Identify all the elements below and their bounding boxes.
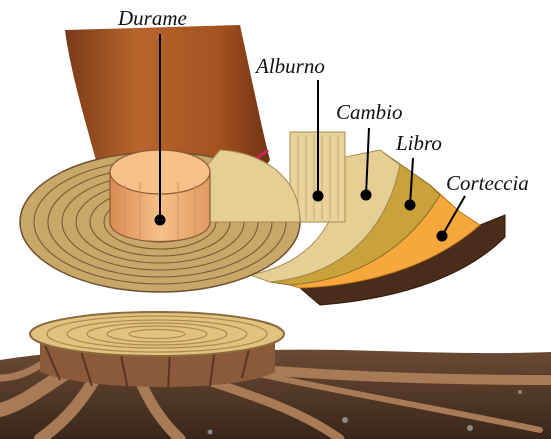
cambium-label: Cambio — [336, 102, 403, 123]
phloem-label: Libro — [396, 133, 442, 154]
bark-label: Corteccia — [446, 173, 529, 194]
stump — [30, 312, 284, 390]
heartwood-label: Durame — [118, 8, 187, 29]
sapwood-label: Alburno — [256, 56, 325, 77]
